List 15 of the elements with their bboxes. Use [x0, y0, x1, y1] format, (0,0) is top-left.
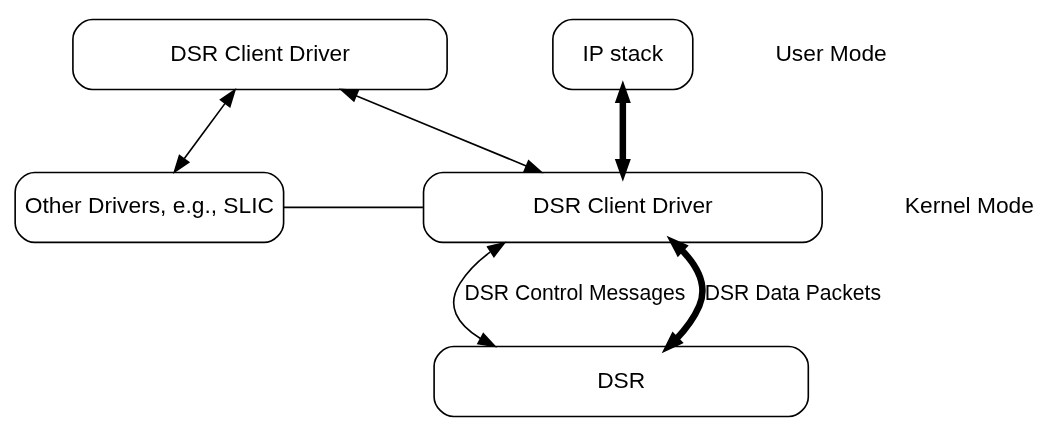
label: Kernel Mode	[904, 191, 1034, 218]
arrow	[338, 88, 544, 173]
connector	[283, 206, 424, 208]
edge-label: DSR Control Messages	[464, 280, 686, 304]
node-box: DSR Client Driver	[422, 171, 823, 243]
arrow	[614, 79, 631, 182]
arrow	[661, 235, 706, 353]
node-box: DSR	[433, 345, 810, 417]
node-box: DSR Client Driver	[72, 18, 448, 90]
node-box: IP stack	[552, 18, 694, 90]
label: User Mode	[775, 39, 887, 66]
edge-label: DSR Data Packets	[704, 280, 881, 304]
arrow	[172, 87, 237, 174]
arrow	[452, 241, 507, 348]
node-box: Other Drivers, e.g., SLIC	[14, 171, 285, 243]
